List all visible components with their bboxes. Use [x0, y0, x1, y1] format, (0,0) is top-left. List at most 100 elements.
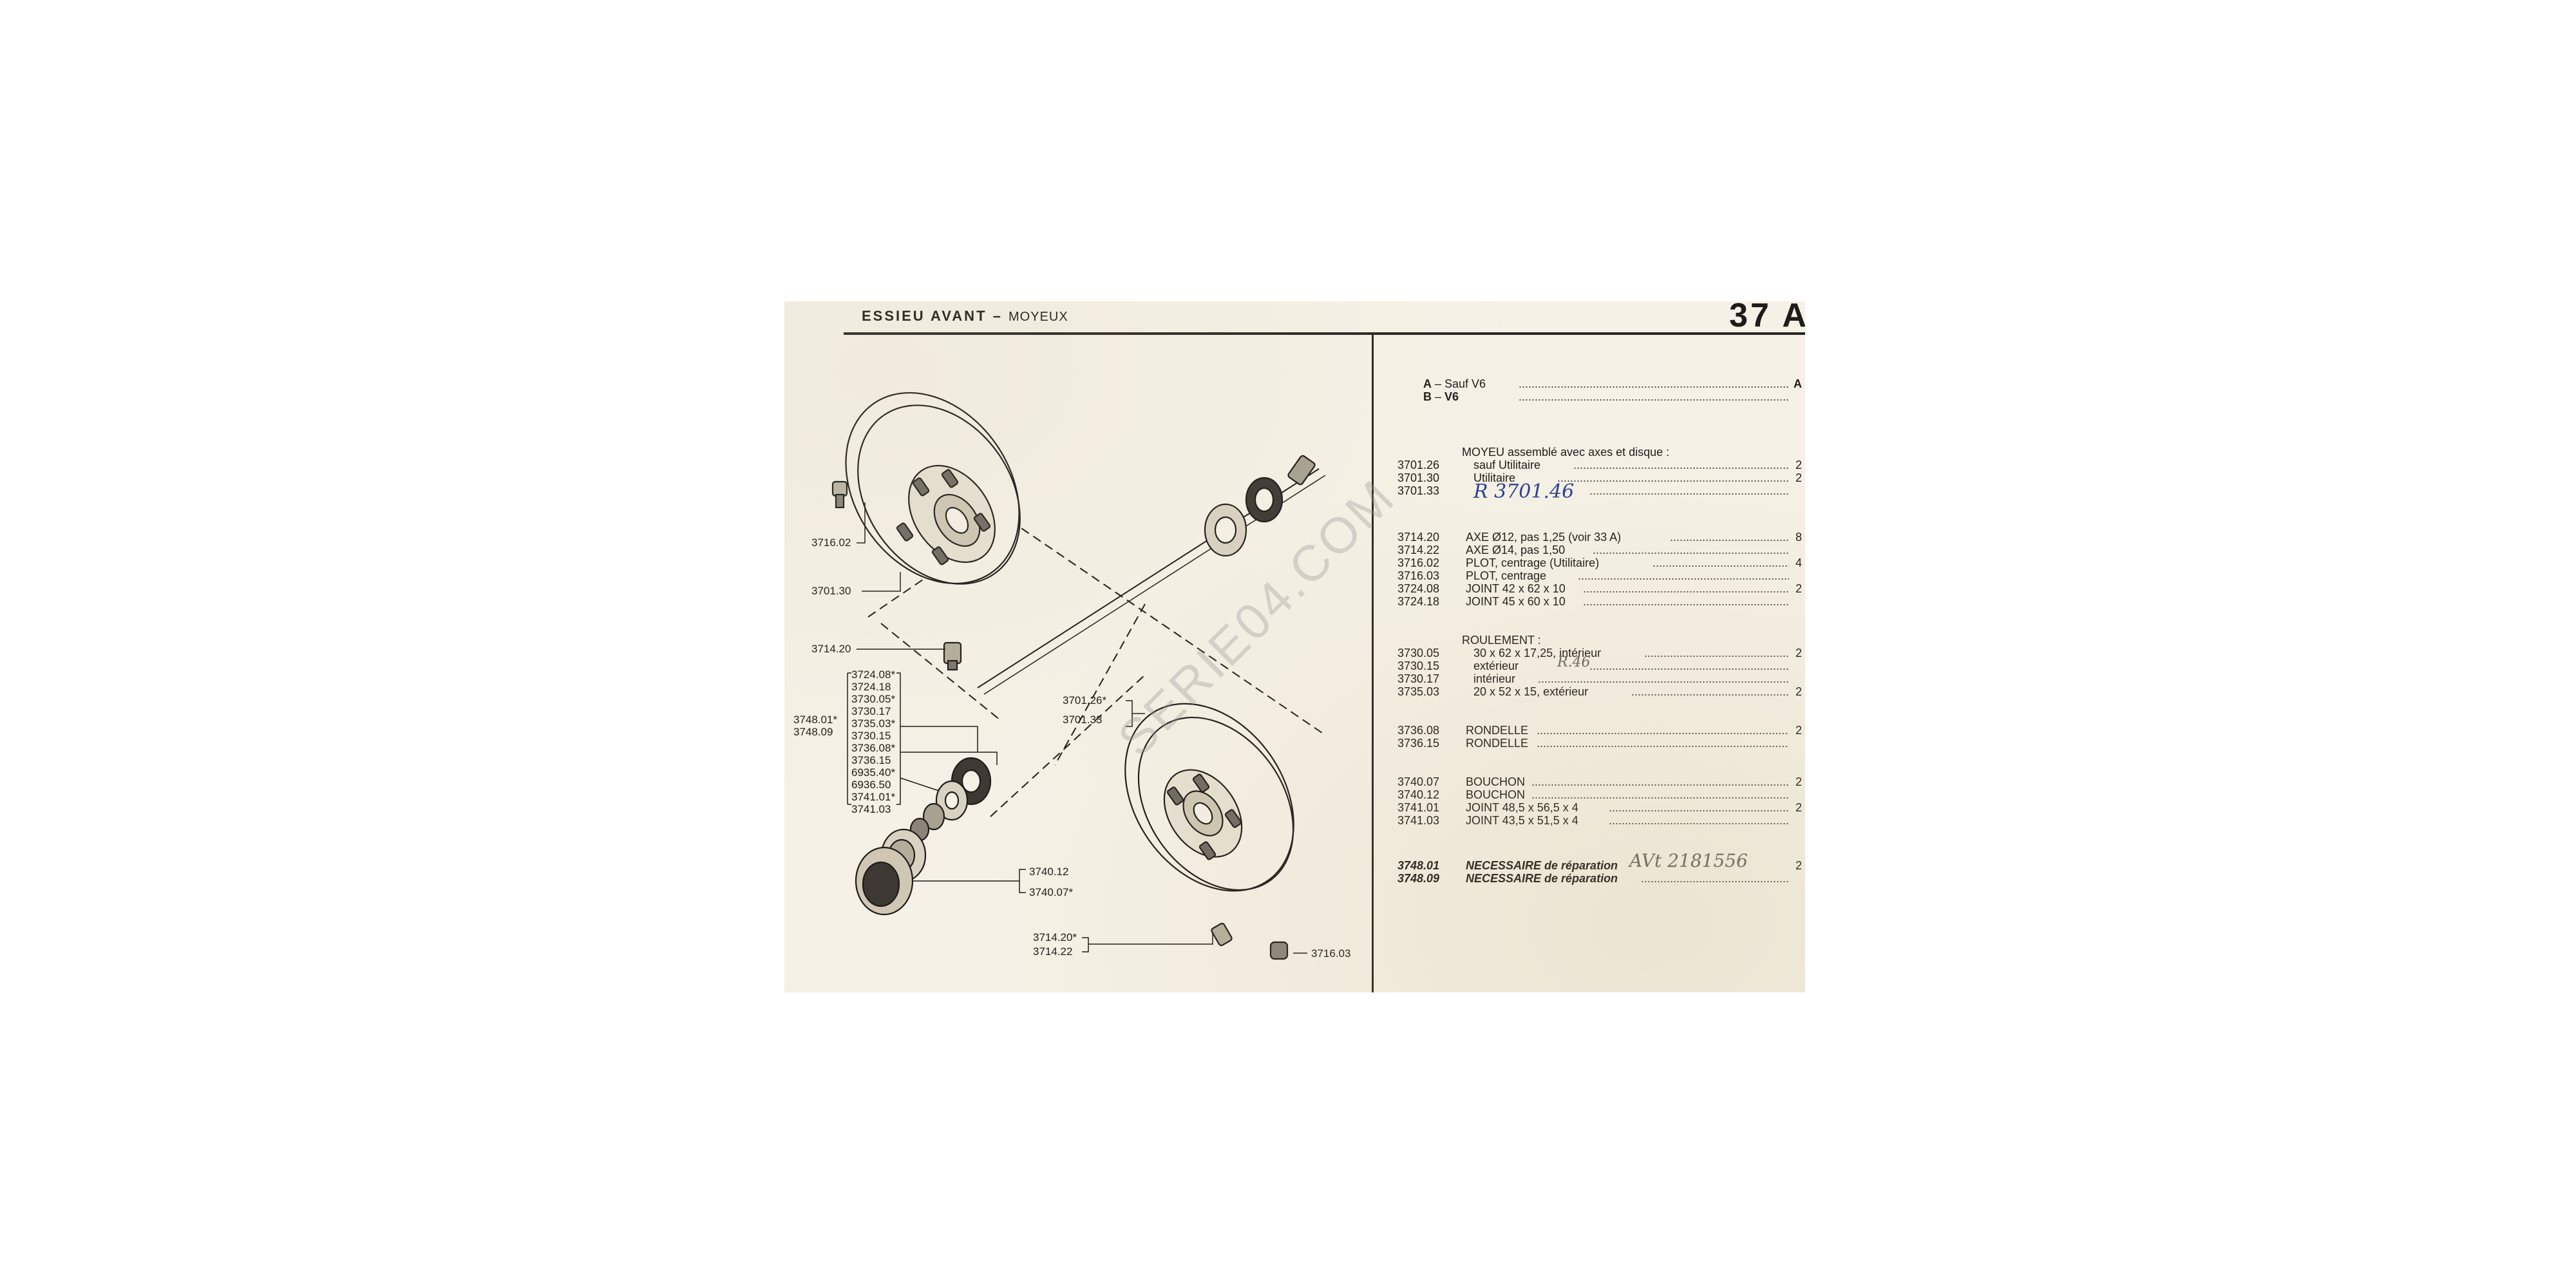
- parts-row: 3741.01 JOINT 48,5 x 56,5 x 4 ..........…: [1396, 801, 1805, 814]
- part-desc: RONDELLE: [1466, 737, 1529, 750]
- parts-row: 3730.17 intérieur ......................…: [1396, 672, 1805, 685]
- label-3716-03: 3716.03: [1311, 947, 1351, 960]
- part-desc: JOINT 43,5 x 51,5 x 4: [1466, 814, 1578, 827]
- part-ref: 3714.20: [1397, 531, 1440, 544]
- hub-cap: [855, 828, 927, 916]
- part-ref: 3730.17: [1397, 672, 1440, 685]
- group-ref: 3741.01*: [851, 791, 896, 803]
- dot-leader: ........................................…: [1589, 659, 1789, 672]
- part-ref: 3740.07: [1397, 775, 1440, 788]
- group-ref: 3741.03: [851, 803, 891, 815]
- part-ref: 3748.09: [1397, 872, 1440, 885]
- parts-row: 3736.15 RONDELLE .......................…: [1396, 737, 1805, 750]
- part-qty: 4: [1795, 556, 1802, 569]
- dot-leader: ........................................…: [1653, 556, 1789, 569]
- parts-row: 3730.15 extérieur ......................…: [1396, 659, 1805, 672]
- part-desc: JOINT 48,5 x 56,5 x 4: [1466, 801, 1578, 814]
- dot-leader: ........................................…: [1583, 595, 1789, 608]
- wheel-stud-upper: [943, 641, 962, 671]
- group-ref: 3730.05*: [851, 693, 896, 705]
- part-ref: 3724.08: [1397, 582, 1440, 595]
- group-ref: 3736.15: [851, 754, 891, 766]
- part-desc: 20 x 52 x 15, extérieur: [1473, 685, 1589, 698]
- header-separator: –: [992, 308, 1003, 324]
- dot-leader: ........................................…: [1557, 471, 1789, 484]
- group-ref: 3730.17: [851, 705, 891, 717]
- label-3716-02: 3716.02: [811, 536, 851, 549]
- label-3714-22: 3714.22: [1033, 945, 1073, 958]
- lower-studs: [1211, 922, 1289, 960]
- part-qty: 2: [1795, 647, 1802, 659]
- dot-leader: ........................................…: [1537, 737, 1789, 750]
- variant-row-a: A – Sauf V6 ............................…: [1423, 377, 1802, 390]
- group-ref: 3735.03*: [851, 717, 896, 730]
- dot-leader: ........................................…: [1537, 724, 1789, 737]
- group-ref: 3724.18: [851, 681, 891, 693]
- group-ref: 3730.15: [851, 730, 891, 742]
- part-desc: RONDELLE: [1466, 724, 1529, 737]
- part-desc: AXE Ø14, pas 1,50: [1466, 544, 1566, 556]
- exploded-diagram: 3716.02 3701.30 3714.20 3724.08* 3724.18…: [784, 301, 1372, 992]
- parts-row: 3716.02 PLOT, centrage (Utilitaire) ....…: [1396, 556, 1805, 569]
- part-ref: 3740.12: [1397, 788, 1440, 801]
- part-desc: 30 x 62 x 17,25, intérieur: [1473, 647, 1602, 659]
- part-qty: 8: [1795, 531, 1802, 544]
- parts-row: 3748.01 NECESSAIRE de réparation 2: [1396, 859, 1805, 872]
- parts-row: 3748.09 NECESSAIRE de réparation .......…: [1396, 872, 1805, 885]
- section-title: ESSIEU AVANT: [862, 308, 987, 324]
- roulement-title: ROULEMENT :: [1396, 634, 1805, 647]
- parts-row: 3701.30 Utilitaire .....................…: [1396, 471, 1805, 484]
- part-qty: 2: [1795, 582, 1802, 595]
- dot-leader: ........................................…: [1609, 814, 1789, 827]
- dot-leader: ........................................…: [1631, 685, 1789, 698]
- bearing-stack: [909, 757, 992, 842]
- handwritten-kit-note: AVt 2181556: [1629, 850, 1748, 871]
- dot-leader: ........................................…: [1578, 569, 1789, 582]
- part-qty: 2: [1795, 471, 1802, 484]
- part-desc: AXE Ø12, pas 1,25 (voir 33 A): [1466, 531, 1622, 544]
- handwritten-bearing-note: R.46: [1557, 654, 1591, 670]
- dot-leader: ........................................…: [1519, 377, 1789, 390]
- part-qty: 2: [1795, 685, 1802, 698]
- catalog-page: ESSIEU AVANT – MOYEUX 37 A: [784, 301, 1805, 992]
- label-3740-12: 3740.12: [1029, 866, 1069, 878]
- group-title: ROULEMENT :: [1462, 634, 1541, 647]
- lower-disc-hub: [1124, 703, 1294, 892]
- variant-qty: A: [1794, 377, 1802, 390]
- column-divider: [1372, 335, 1374, 992]
- page-header: ESSIEU AVANT – MOYEUX: [862, 308, 1068, 325]
- dot-leader: ........................................…: [1670, 531, 1789, 544]
- part-desc: BOUCHON: [1466, 788, 1526, 801]
- dot-leader: ........................................…: [1641, 872, 1789, 885]
- dot-leader: ........................................…: [1644, 647, 1789, 659]
- part-qty: 2: [1795, 859, 1802, 872]
- dot-leader: ........................................…: [1609, 801, 1789, 814]
- part-ref: 3714.22: [1397, 544, 1440, 556]
- part-ref: 3716.03: [1397, 569, 1440, 582]
- dot-leader: ........................................…: [1583, 582, 1789, 595]
- parts-row: 3736.08 RONDELLE .......................…: [1396, 724, 1805, 737]
- part-desc: JOINT 45 x 60 x 10: [1466, 595, 1566, 608]
- parts-row: 3730.05 30 x 62 x 17,25, intérieur .....…: [1396, 647, 1805, 659]
- upper-disc-hub: [845, 392, 1021, 585]
- upper-seal-bearing: [1204, 455, 1316, 557]
- group-title: MOYEU assemblé avec axes et disque :: [1462, 446, 1670, 459]
- label-3701-26: 3701.26*: [1063, 694, 1107, 706]
- part-ref: 3736.08: [1397, 724, 1440, 737]
- variant-row-b: B – V6 .................................…: [1423, 390, 1789, 403]
- part-ref: 3724.18: [1397, 595, 1440, 608]
- part-desc: BOUCHON: [1466, 775, 1526, 788]
- leader-lines: [847, 502, 1307, 954]
- variant-code: A: [1423, 377, 1432, 390]
- label-3748-09: 3748.09: [793, 726, 833, 738]
- parts-row: 3740.12 BOUCHON ........................…: [1396, 788, 1805, 801]
- group-ref: 6936.50: [851, 779, 891, 791]
- group-ref: 3736.08*: [851, 742, 896, 754]
- part-ref: 3741.01: [1397, 801, 1440, 814]
- label-3714-20-lower: 3714.20*: [1033, 931, 1077, 943]
- part-desc: JOINT 42 x 62 x 10: [1466, 582, 1566, 595]
- dot-leader: ........................................…: [1593, 544, 1789, 556]
- header-rule: [844, 332, 1805, 335]
- handwritten-ref-note: R 3701.46: [1473, 480, 1575, 503]
- parts-row: 3701.26 sauf Utilitaire ................…: [1396, 459, 1805, 471]
